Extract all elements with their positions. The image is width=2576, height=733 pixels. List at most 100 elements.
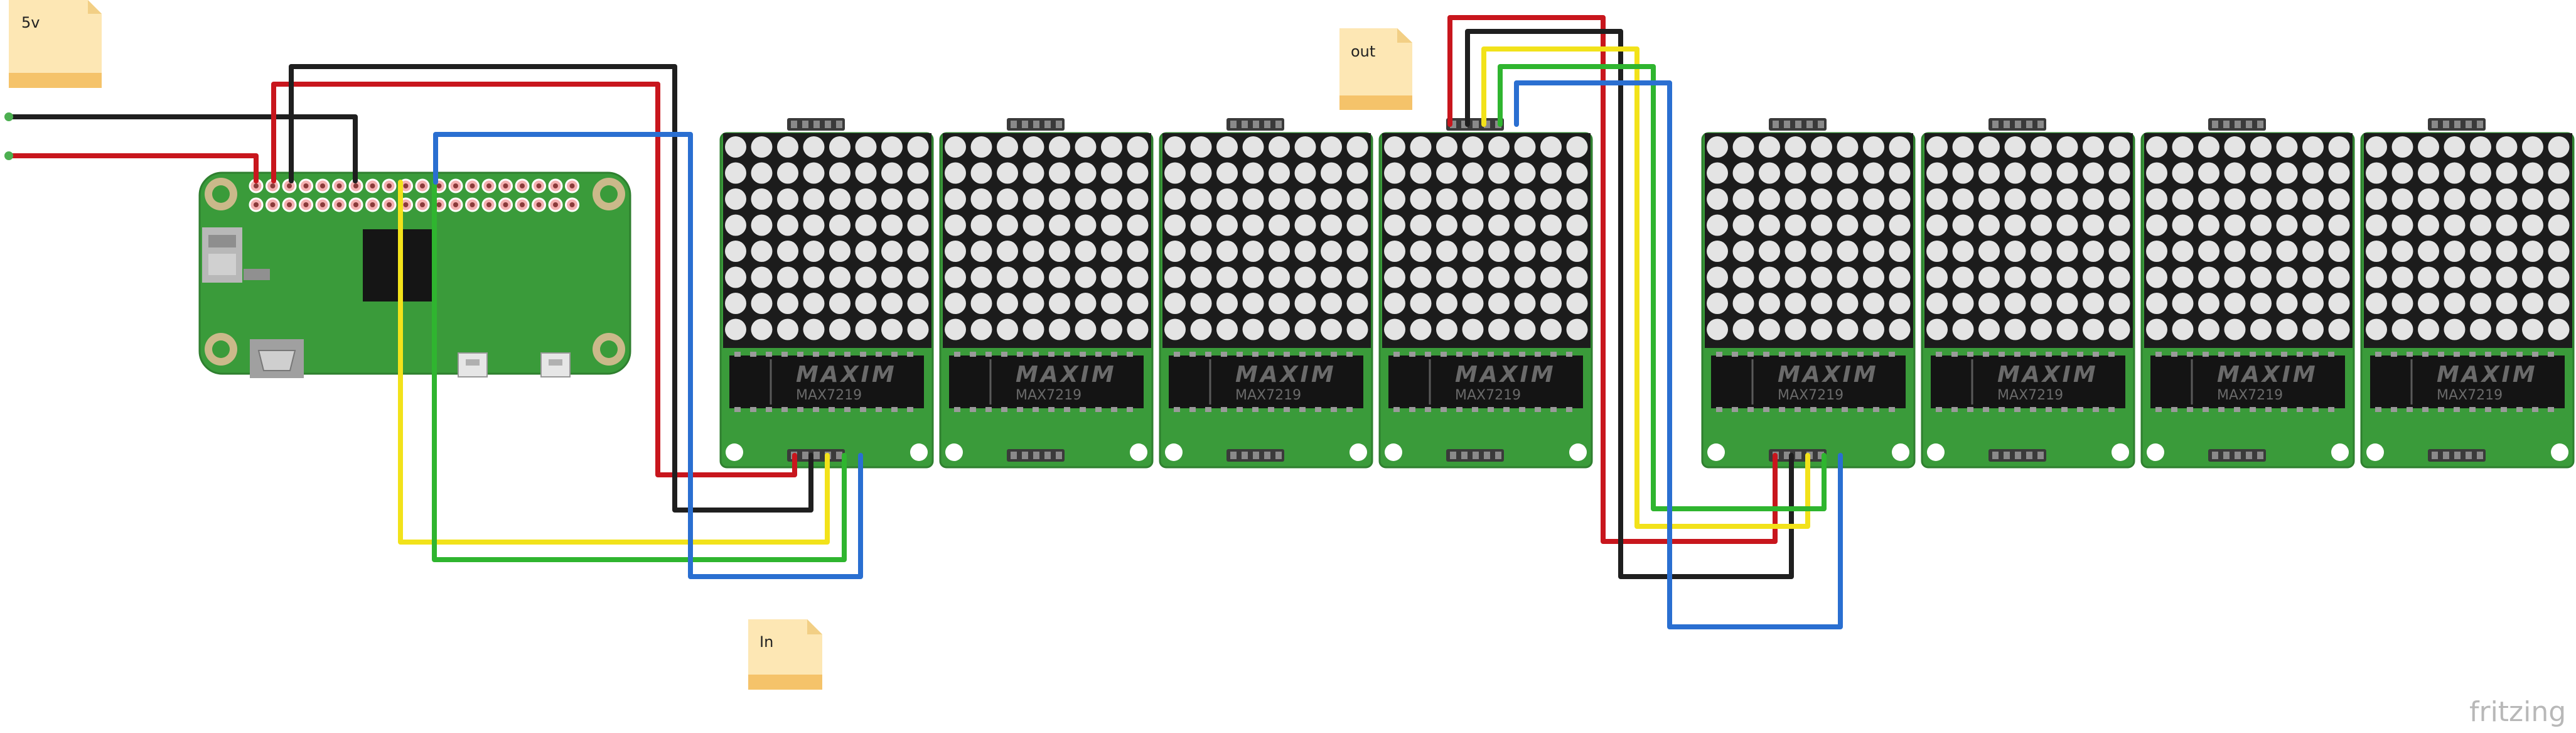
input-pin-header[interactable]: [1446, 118, 1504, 131]
out-clk-blue-wire[interactable]: [1514, 80, 1843, 629]
led-dot: [907, 188, 929, 210]
led-dot: [829, 162, 851, 184]
chip-brand-label: MAXIM: [1778, 362, 1879, 388]
note-5v[interactable]: 5v: [9, 0, 102, 88]
led-dot: [2444, 136, 2466, 158]
led-dot: [907, 318, 929, 340]
output-pin-header[interactable]: [2428, 449, 2486, 462]
led-dot: [2548, 136, 2570, 158]
output-pin-header[interactable]: [1226, 449, 1284, 462]
led-dot: [2004, 318, 2026, 340]
input-pin-header[interactable]: [787, 118, 845, 131]
out-dout-yellow-wire[interactable]: [1481, 46, 1810, 529]
input-pin-header[interactable]: [2428, 118, 2486, 131]
led-matrix: [1382, 133, 1591, 348]
led-dot: [1294, 293, 1316, 314]
led-dot: [1101, 162, 1122, 184]
power-black-wire[interactable]: [6, 114, 358, 183]
led-dot: [970, 266, 992, 288]
led-dot: [1978, 293, 2000, 314]
cs-green-wire[interactable]: [432, 180, 847, 562]
led-dot: [2108, 241, 2130, 262]
led-dot: [1384, 214, 1405, 236]
input-pin-header[interactable]: [2208, 118, 2266, 131]
led-dot: [1321, 293, 1342, 314]
led-dot: [2004, 214, 2026, 236]
led-dot: [970, 241, 992, 262]
led-dot: [1164, 214, 1186, 236]
led-dot: [1294, 162, 1316, 184]
led-dot: [1514, 214, 1536, 236]
output-pin-header[interactable]: [1988, 449, 2046, 462]
led-dot: [829, 293, 851, 314]
input-pin-header[interactable]: [1007, 118, 1065, 131]
led-dot: [2328, 318, 2350, 340]
led-dot: [2391, 136, 2413, 158]
input-pin-header[interactable]: [1988, 118, 2046, 131]
led-dot: [1410, 293, 1432, 314]
sd-card-slot: [202, 227, 270, 283]
chip-brand-label: MAXIM: [1997, 362, 2098, 388]
led-dot: [2276, 162, 2298, 184]
led-dot: [907, 214, 929, 236]
output-pin-header[interactable]: [1446, 449, 1504, 462]
led-dot: [2548, 162, 2570, 184]
led-dot: [1811, 214, 1832, 236]
led-dot: [2418, 188, 2439, 210]
led-dot: [1514, 188, 1536, 210]
led-dot: [1346, 214, 1368, 236]
note-out[interactable]: out: [1339, 28, 1412, 110]
vcc-red-wire[interactable]: [271, 82, 797, 477]
power-red-wire[interactable]: [6, 153, 259, 183]
led-dot: [1978, 318, 2000, 340]
led-dot: [1321, 136, 1342, 158]
led-dot: [1811, 136, 1832, 158]
led-dot: [1127, 293, 1149, 314]
led-dot: [1863, 241, 1884, 262]
led-dot: [881, 318, 903, 340]
led-dot: [2444, 214, 2466, 236]
led-dot: [1269, 162, 1290, 184]
out-cs-green-wire[interactable]: [1498, 64, 1827, 511]
led-dot: [2418, 293, 2439, 314]
clk-blue-wire[interactable]: [433, 132, 863, 579]
output-pin-header[interactable]: [2208, 449, 2266, 462]
led-dot: [945, 293, 966, 314]
raspberry-pi-zero-board[interactable]: [198, 171, 631, 378]
led-dot: [777, 214, 798, 236]
led-dot: [2276, 188, 2298, 210]
note-in[interactable]: In: [748, 619, 822, 690]
led-matrix: [723, 133, 931, 348]
led-dot: [1216, 241, 1238, 262]
led-dot: [1978, 188, 2000, 210]
led-dot: [2276, 318, 2298, 340]
led-dot: [751, 214, 773, 236]
led-dot: [1784, 266, 1806, 288]
led-dot: [2146, 318, 2167, 340]
led-dot: [725, 136, 746, 158]
led-dot: [2391, 241, 2413, 262]
output-pin-header[interactable]: [1007, 449, 1065, 462]
led-dot: [1384, 318, 1405, 340]
din-yellow-wire[interactable]: [398, 180, 830, 545]
input-pin-header[interactable]: [1226, 118, 1284, 131]
led-dot: [2366, 266, 2387, 288]
led-dot: [1127, 318, 1149, 340]
led-dot: [2250, 241, 2272, 262]
out-gnd-black-wire[interactable]: [1465, 29, 1794, 579]
led-dot: [1759, 214, 1780, 236]
led-dot: [2496, 318, 2518, 340]
input-pin-header[interactable]: [1769, 118, 1827, 131]
gnd-black-wire[interactable]: [289, 64, 813, 513]
led-dot: [777, 293, 798, 314]
led-dot: [1978, 241, 2000, 262]
led-dot: [2496, 214, 2518, 236]
